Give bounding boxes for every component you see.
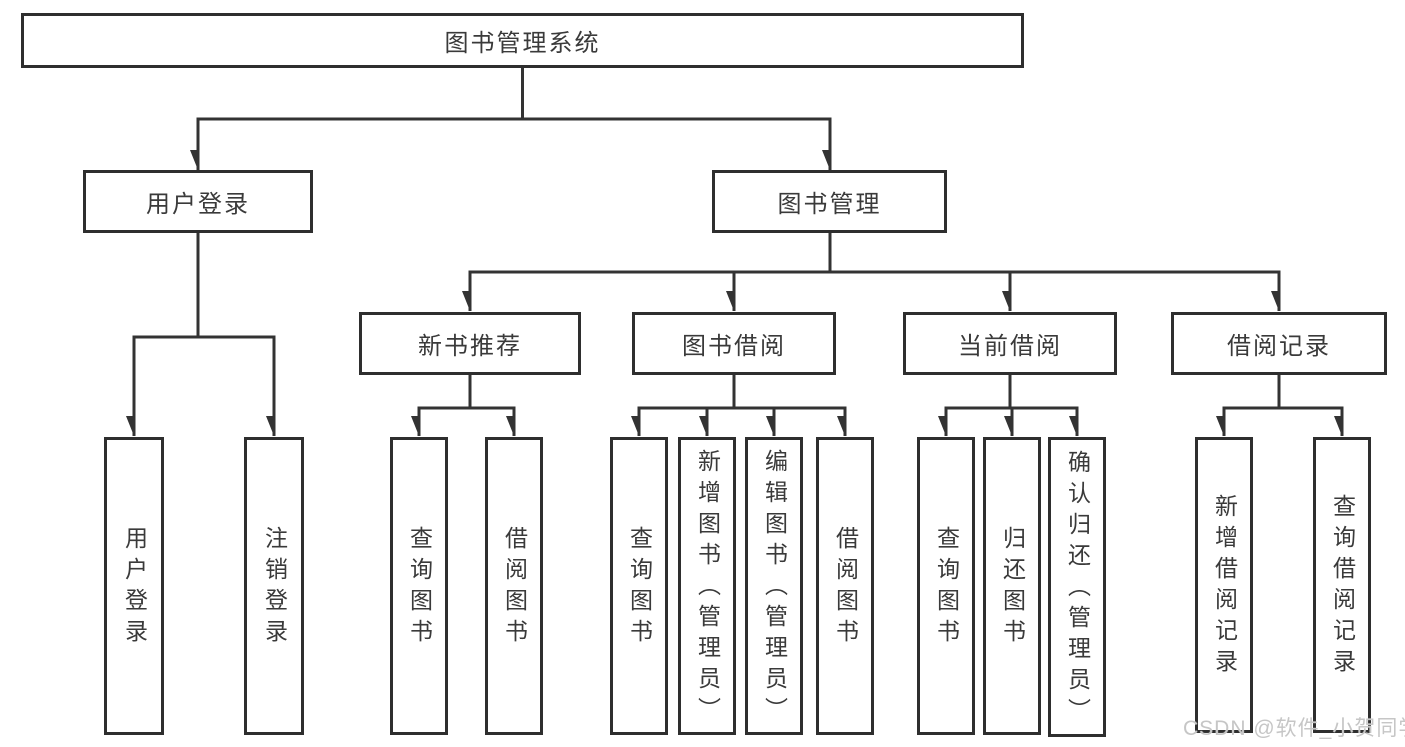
node-book-borrow: 图书借阅 xyxy=(632,312,836,375)
node-logout-leaf: 注销登录 xyxy=(244,437,304,735)
node-br-query-record: 查询借阅记录 xyxy=(1313,437,1371,733)
node-cb-query-book: 查询图书 xyxy=(917,437,975,735)
node-user-login-leaf: 用户登录 xyxy=(104,437,164,735)
node-book-management: 图书管理 xyxy=(712,170,947,233)
node-bb-edit-book: 编辑图书（管理员） xyxy=(745,437,803,735)
node-bb-borrow-book: 借阅图书 xyxy=(816,437,874,735)
node-bb-query-book: 查询图书 xyxy=(610,437,668,735)
node-user-login: 用户登录 xyxy=(83,170,313,233)
node-current-borrow: 当前借阅 xyxy=(903,312,1117,375)
node-root: 图书管理系统 xyxy=(21,13,1024,68)
node-cb-confirm-return: 确认归还（管理员） xyxy=(1048,437,1106,737)
node-cb-return-book: 归还图书 xyxy=(983,437,1041,735)
node-borrow-records: 借阅记录 xyxy=(1171,312,1387,375)
csdn-watermark: CSDN @软件_小贺同学 xyxy=(1183,717,1405,740)
node-br-add-record: 新增借阅记录 xyxy=(1195,437,1253,733)
node-bb-add-book: 新增图书（管理员） xyxy=(678,437,736,735)
node-nb-borrow-book: 借阅图书 xyxy=(485,437,543,735)
node-nb-query-book: 查询图书 xyxy=(390,437,448,735)
node-new-book-recommend: 新书推荐 xyxy=(359,312,581,375)
